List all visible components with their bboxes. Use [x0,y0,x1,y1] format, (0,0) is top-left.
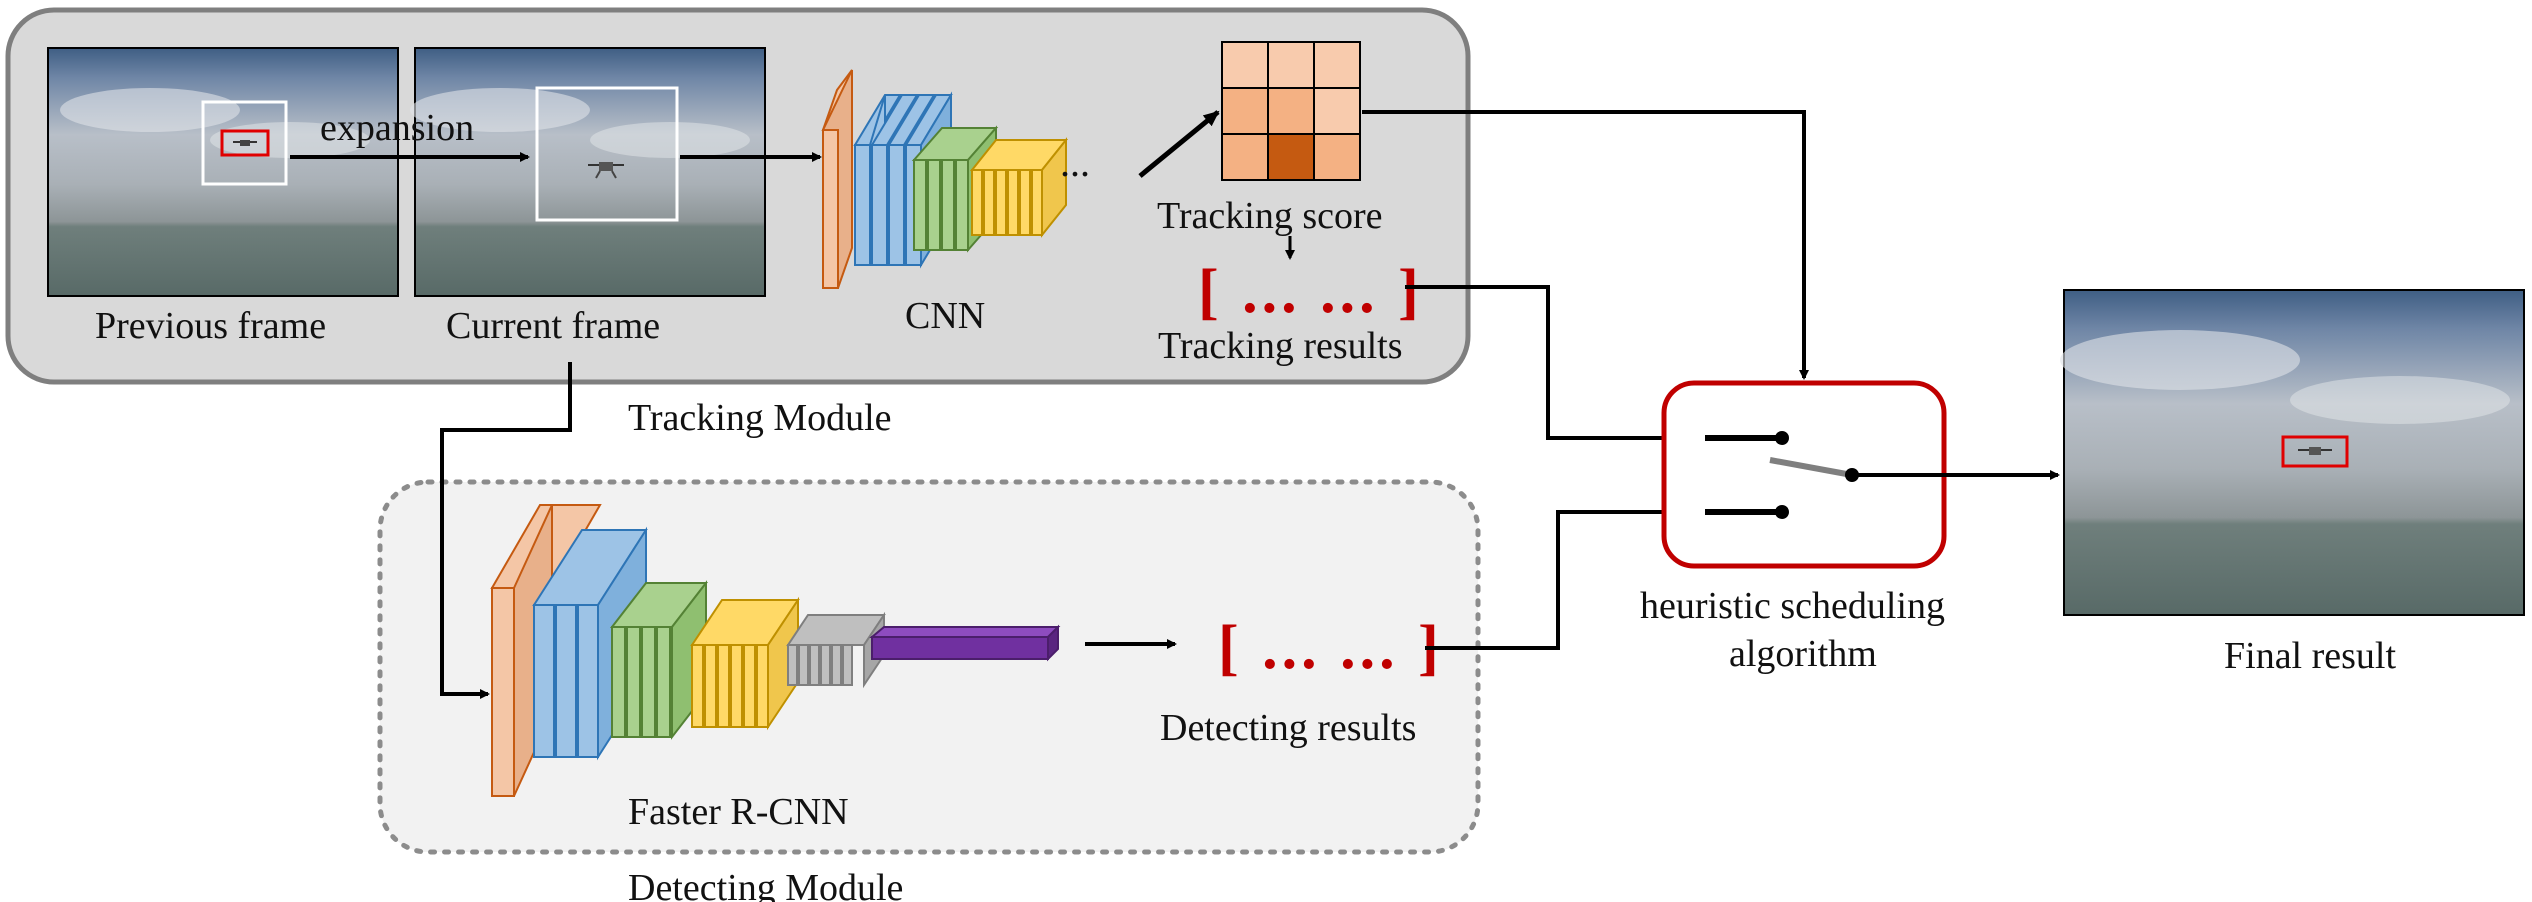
faster-rcnn-network [490,504,1061,797]
scheduling-label-line1: heuristic scheduling [1640,585,1945,627]
tracking-results-to-scheduler-arrow [1405,285,1692,443]
previous-frame-image [47,47,399,297]
faster-rcnn-label: Faster R-CNN [628,791,849,833]
tracking-cnn [821,69,1069,289]
switch-icon [1705,431,1859,519]
tracking-score-grid [1221,41,1361,181]
drone-icon [588,162,624,179]
score-cell [1313,87,1361,135]
cnn-to-score-arrow [1138,110,1220,178]
tracking-results-bracket: [ ... ... ] [1198,258,1423,326]
final-result-label: Final result [2224,635,2396,677]
score-cell [1221,41,1269,89]
score-cell [1267,87,1315,135]
drone-icon [2298,447,2332,455]
score-cell [1267,133,1315,181]
expansion-label: expansion [320,107,474,149]
ellipsis-label: ... [1060,140,1090,185]
score-cell [1221,133,1269,181]
score-cell [1267,41,1315,89]
frame-to-detector-arrow [440,362,572,699]
detecting-results-label: Detecting results [1160,707,1416,749]
cnn-label: CNN [905,295,985,337]
tracking-score-label: Tracking score [1157,195,1383,237]
drone-icon [233,140,257,146]
score-cell [1313,133,1361,181]
detecting-results-to-scheduler-arrow [1425,507,1692,650]
final-result-image [2060,289,2525,616]
score-cell [1221,87,1269,135]
detecting-module-panel [377,479,1481,855]
current-frame-label: Current frame [446,305,660,347]
detecting-results-bracket: [ ... ... ] [1218,614,1443,682]
score-to-scheduler-arrow [1362,110,1809,380]
current-frame-image [410,47,766,297]
score-cell [1313,41,1361,89]
tracking-module-label: Tracking Module [628,397,892,439]
detecting-module-label: Detecting Module [628,867,903,902]
scheduling-label-line2: algorithm [1729,633,1877,675]
previous-frame-label: Previous frame [95,305,326,347]
tracking-results-label: Tracking results [1158,325,1403,367]
